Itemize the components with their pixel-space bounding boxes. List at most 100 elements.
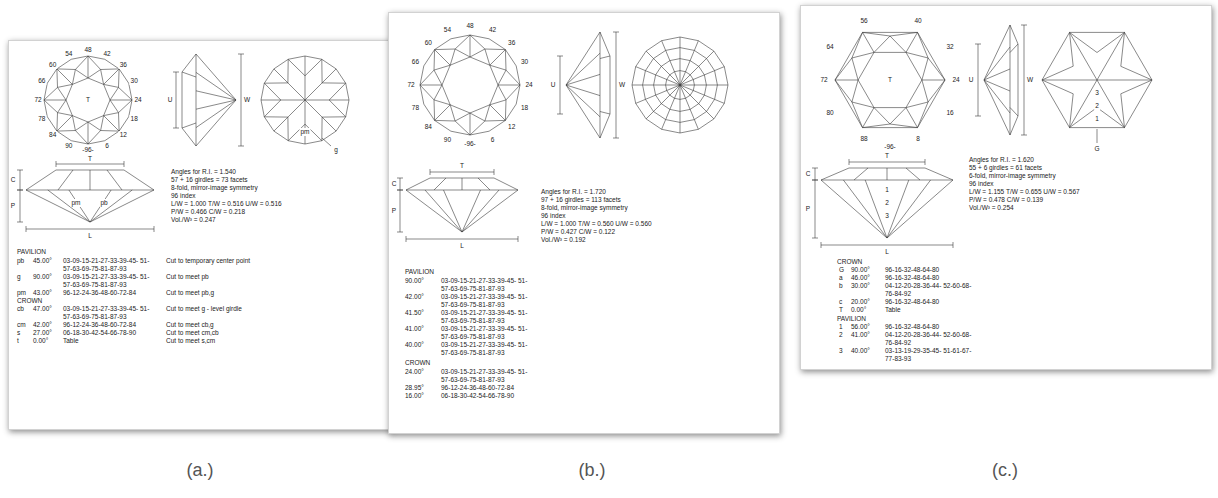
leader-line (1097, 129, 1098, 143)
facet-label: pb (99, 199, 108, 207)
index-number: 84 (48, 131, 57, 139)
facet-line (490, 105, 506, 121)
facet-line (57, 68, 76, 70)
facet-line (420, 85, 442, 86)
facet-line (104, 116, 120, 132)
facet-line (984, 47, 1010, 80)
dimension-line (557, 56, 563, 57)
facet-line (485, 120, 506, 122)
facet-line (196, 100, 236, 109)
facet-name: 3 (838, 347, 844, 355)
facet-line (110, 87, 119, 100)
cut-angle: 28.95° (404, 384, 425, 392)
dimension-label: U (167, 96, 174, 104)
facet-line (58, 100, 67, 113)
index-number: 18 (520, 104, 529, 112)
dimension-line (560, 56, 561, 114)
dimension-line (124, 161, 125, 167)
table-outline (858, 52, 922, 107)
profile-outline (406, 178, 518, 232)
facet-line (470, 35, 471, 57)
facet-line (680, 41, 698, 85)
dimension-line (849, 162, 925, 163)
facet-line (680, 85, 728, 86)
dimension-line (812, 168, 818, 169)
facet-line (44, 87, 58, 100)
dimension-line (400, 190, 401, 232)
facet-name: 1 (838, 323, 844, 331)
dimension-line (849, 159, 850, 165)
dimension-line (1021, 135, 1027, 136)
facet-label: 2 (1094, 102, 1100, 110)
index-setting: Table (62, 337, 159, 345)
spec-line: P/W = 0.466 C/W = 0.218 (170, 208, 246, 216)
facet-line (305, 56, 306, 100)
facet-line (434, 100, 450, 105)
dimension-line (975, 116, 981, 117)
index-number: 42 (103, 50, 112, 58)
spec-line: L/W = 1.155 T/W = 0.655 U/W = 0.567 (968, 188, 1081, 196)
index-number: 32 (945, 43, 954, 51)
facet-line (1097, 80, 1125, 128)
index-setting: 03-09-15-21-27-33-39-45- 51-57-63-69-75-… (440, 293, 537, 309)
facet-line (632, 85, 680, 86)
facet-line (75, 56, 88, 70)
facet-line (600, 56, 610, 59)
dimension-line (815, 180, 816, 238)
facet-line (44, 100, 58, 113)
facet-line (69, 190, 90, 222)
girdle-outline (1042, 32, 1152, 127)
facet-line (1042, 80, 1097, 81)
facet-line (610, 56, 611, 114)
index-number: 80 (825, 109, 834, 117)
facet-line (44, 100, 66, 101)
index-setting: 03-09-15-21-27-33-39-45- 51-57-63-69-75-… (62, 257, 159, 273)
index-number: 66 (37, 77, 46, 85)
facet-line (329, 100, 346, 117)
girdle-outline (261, 56, 349, 144)
section-heading: PAVILION (404, 268, 435, 276)
section-heading: PAVILION (16, 248, 47, 256)
dimension-line (430, 172, 494, 173)
spec-line: 8-fold, mirror-image symmetry (540, 204, 629, 212)
facet-line (1121, 80, 1152, 94)
facet-line (566, 53, 600, 85)
facet-line (922, 58, 928, 80)
index-number: 88 (859, 135, 868, 143)
cut-angle: 0.00° (32, 337, 49, 345)
cut-angle: 24.00° (404, 368, 425, 376)
index-number: 6 (104, 142, 110, 150)
facet-line (90, 190, 132, 222)
facet-line (88, 131, 101, 145)
index-number: 18 (130, 115, 139, 123)
facet-line (462, 190, 481, 232)
index-number: 60 (424, 39, 433, 47)
girdle-outline (420, 35, 520, 135)
facet-line (321, 59, 322, 83)
cut-angle: 41.50° (404, 309, 425, 317)
section-heading: PAVILION (836, 315, 867, 323)
facet-line (922, 80, 928, 102)
facet-line (305, 100, 349, 101)
dimension-label: T (87, 155, 93, 163)
index-number: 56 (859, 17, 868, 25)
facet-line (863, 124, 891, 128)
index-setting: 96-12-24-36-48-60-72-84 (440, 384, 537, 392)
facet-line (88, 56, 89, 78)
dimension-line (406, 239, 518, 240)
index-number: -96- (883, 143, 897, 151)
facet-line (680, 37, 681, 85)
dimension-label: C (10, 176, 17, 184)
facet-label: 3 (884, 212, 890, 220)
cut-angle: 16.00° (404, 392, 425, 400)
girdle-outline (44, 56, 132, 144)
facet-line (636, 67, 680, 85)
dimension-line (56, 161, 57, 167)
index-number: 24 (951, 76, 960, 84)
dimension-label: W (243, 96, 251, 104)
facet-line (835, 58, 852, 80)
facet-line (470, 113, 485, 121)
facet-line (182, 54, 196, 72)
facet-line (420, 70, 434, 85)
